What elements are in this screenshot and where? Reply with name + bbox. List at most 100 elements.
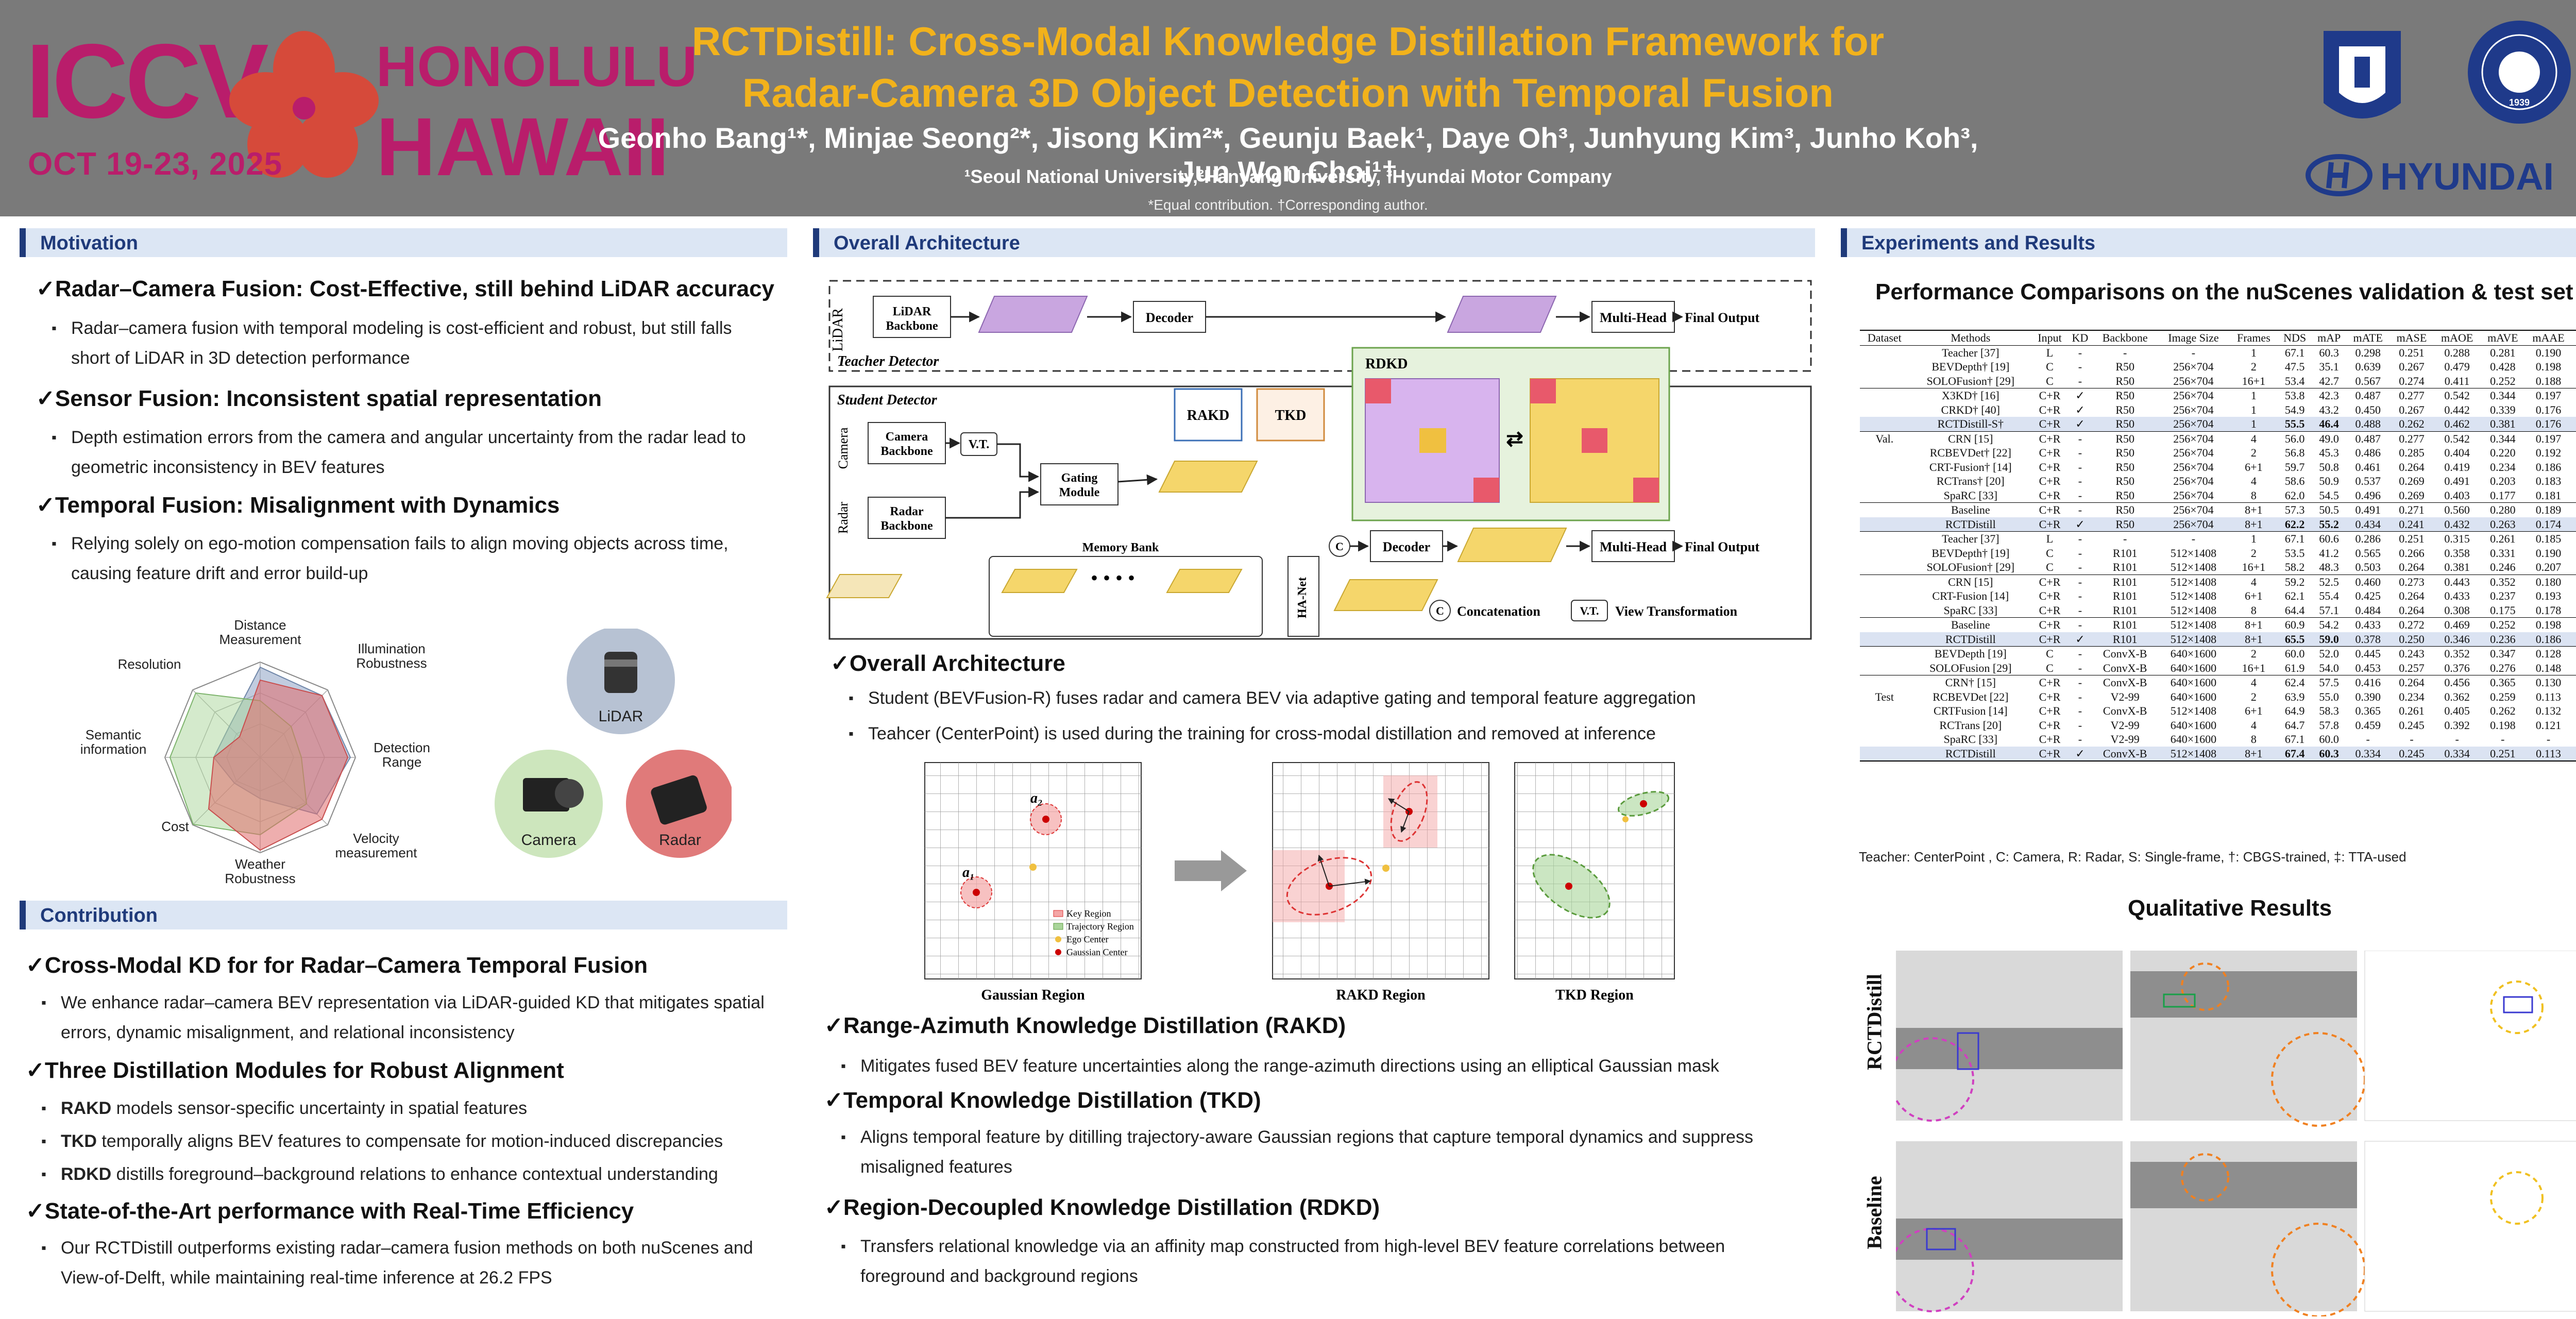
- table-cell: 0.266: [2399, 546, 2425, 560]
- affiliations: ¹Seoul National University,²Hanyang Univ…: [964, 166, 1612, 187]
- table-cell: 0.267: [2399, 360, 2425, 373]
- table-cell: RCTrans† [20]: [1936, 475, 2005, 487]
- table-cell: 59.7: [2284, 460, 2305, 474]
- table-header-cell: Input: [2032, 330, 2067, 346]
- table-cell: 512×1408: [2170, 589, 2217, 602]
- table-cell: 0.269: [2399, 488, 2425, 502]
- svg-text:Radar: Radar: [890, 505, 924, 518]
- table-cell: C+R: [2039, 446, 2061, 459]
- teacher-final-label: Final Output: [1685, 310, 1760, 325]
- tkd-region-label: TKD Region: [1555, 987, 1634, 1003]
- table-cell: R50: [2115, 360, 2135, 373]
- table-cell: -: [2157, 531, 2230, 546]
- table-cell: SpaRC [33]: [1943, 488, 1998, 502]
- table-cell: 0.197: [2525, 431, 2572, 446]
- table-cell: 256×704: [2157, 388, 2230, 403]
- rdkd-arrow: ⇄: [1506, 427, 1523, 450]
- table-cell: -: [2078, 374, 2082, 387]
- dataset-cell: [1860, 589, 1909, 603]
- student-decoder-box: [1370, 530, 1443, 562]
- hyundai-logo-icon: [2306, 154, 2372, 196]
- table-cell: 8.7: [2571, 617, 2576, 632]
- tkd-box: [1256, 388, 1325, 442]
- rakd-region-panel: RAKD Region: [1272, 762, 1489, 1003]
- memory-bank-label: Memory Bank: [1082, 541, 1159, 554]
- legend-concat-label: Concatenation: [1457, 604, 1540, 619]
- table-cell: -: [2067, 531, 2093, 546]
- table-cell: RCTDistill: [1909, 632, 2032, 647]
- student-head-feature: [1457, 528, 1567, 562]
- table-cell: 256×704: [2173, 360, 2214, 373]
- table-cell: 512×1408: [2170, 561, 2217, 573]
- table-cell: -: [2067, 646, 2093, 661]
- table-cell: -: [2572, 718, 2576, 733]
- table-cell: 4.9: [2572, 589, 2576, 603]
- gating-module-box: [1040, 463, 1118, 505]
- table-cell: C+R: [2032, 517, 2067, 532]
- table-cell: -: [2571, 646, 2576, 661]
- contribution-heading: Contribution: [20, 901, 787, 929]
- table-cell: 0.198: [2490, 718, 2516, 732]
- table-cell: 0.542: [2433, 431, 2481, 446]
- dataset-cell: [1860, 360, 1909, 374]
- table-cell: -: [2572, 661, 2576, 675]
- table-cell: C+R: [2032, 388, 2067, 403]
- axis-label-distance: Distance: [234, 617, 286, 633]
- radar-label: Radar: [659, 832, 701, 849]
- table-cell: 16+1: [2242, 661, 2266, 674]
- table-cell: 0.277: [2389, 431, 2434, 446]
- table-cell: 0.433: [2346, 617, 2390, 632]
- table-cell: RCTDistill: [1909, 746, 2032, 762]
- table-cell: 0.453: [2355, 661, 2381, 674]
- table-cell: 55.2: [2311, 517, 2347, 532]
- table-cell: 0.177: [2490, 488, 2516, 502]
- table-cell: 0.269: [2399, 475, 2425, 487]
- table-cell: 60.6: [2311, 531, 2347, 546]
- table-cell: R50: [2115, 475, 2135, 487]
- table-cell: -: [2410, 733, 2414, 746]
- motivation-title-1: ✓Radar–Camera Fusion: Cost-Effective, st…: [36, 276, 775, 301]
- table-header-cell: mASE: [2389, 330, 2434, 346]
- table-cell: 60.0: [2319, 733, 2339, 746]
- table-cell: 0.352: [2433, 646, 2481, 661]
- legend-concat-icon: [1429, 600, 1451, 621]
- dataset-cell: Test: [1875, 690, 1894, 703]
- table-cell: Baseline: [1909, 502, 2032, 517]
- table-cell: 0.121: [2535, 718, 2562, 732]
- region-diagrams: a₁ a₂ Key Region Trajectory Region Ego C…: [924, 762, 1675, 1003]
- table-cell: 11.4: [2572, 560, 2576, 574]
- table-cell: -: [2571, 531, 2576, 546]
- table-header-cell: mAOE: [2433, 330, 2481, 346]
- table-cell: 0.185: [2525, 531, 2572, 546]
- table-cell: R50: [2115, 403, 2135, 416]
- table-cell: C: [2046, 561, 2054, 573]
- dataset-cell: [1860, 374, 1909, 388]
- table-cell: 53.8: [2278, 388, 2312, 403]
- table-cell: 63.9: [2284, 690, 2305, 703]
- table-cell: SOLOFusion† [29]: [1926, 374, 2015, 387]
- poster-title: RCTDistill: Cross-Modal Knowledge Distil…: [592, 15, 1984, 119]
- table-cell: 67.1: [2278, 531, 2312, 546]
- table-cell: 42.3: [2311, 388, 2347, 403]
- table-cell: 52.0: [2311, 646, 2347, 661]
- svg-text:a₂: a₂: [1030, 790, 1043, 806]
- table-cell: R50: [2092, 388, 2158, 403]
- table-cell: -: [2067, 431, 2093, 446]
- table-cell: 0.267: [2399, 403, 2425, 416]
- table-cell: 0.639: [2355, 360, 2381, 373]
- camera-backbone-box: [868, 422, 946, 464]
- table-cell: C+R: [2032, 417, 2067, 431]
- table-cell: 0.174: [2525, 517, 2572, 532]
- table-cell: BEVDepth† [19]: [1931, 360, 2010, 373]
- table-cell: 0.251: [2389, 531, 2434, 546]
- table-cell: CRN [15]: [1909, 431, 2032, 446]
- table-cell: 0.486: [2355, 446, 2381, 459]
- table-cell: 0.334: [2433, 746, 2481, 762]
- student-final-label: Final Output: [1685, 539, 1760, 554]
- rdkd-bullet: Transfers relational knowledge via an af…: [841, 1231, 1788, 1291]
